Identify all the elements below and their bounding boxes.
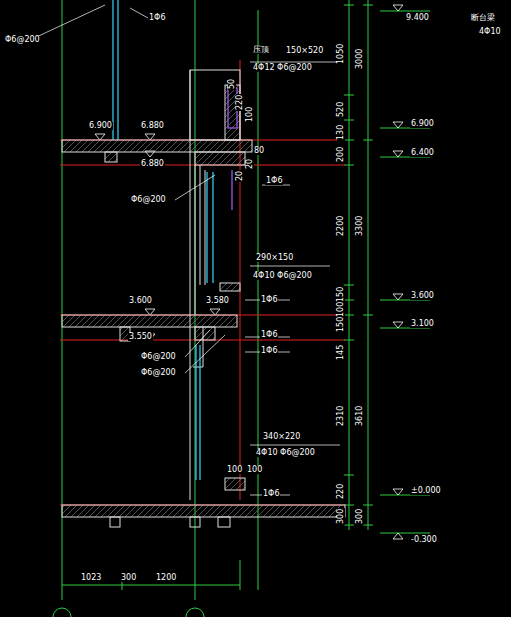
dimension-text: 300: [356, 507, 364, 524]
annotation-label: 6.880: [140, 122, 165, 130]
annotation-label: Φ6@200: [140, 369, 177, 377]
annotation-label: 80: [253, 147, 265, 155]
axis-lines: [53, 0, 368, 617]
annotation-label: 1Φ6: [260, 296, 278, 304]
annotation-label: 1Φ6: [262, 490, 280, 498]
annotation-label: 150×520: [285, 47, 324, 55]
annotation-label: 100: [226, 466, 243, 474]
structure: [62, 70, 345, 527]
dimension-text: 3000: [356, 48, 364, 70]
level-marks: [95, 5, 403, 539]
annotation-label: 4Φ12 Φ6@200: [252, 64, 313, 72]
annotation-label: 3.600: [410, 292, 435, 300]
annotation-label: 290×150: [255, 254, 294, 262]
annotation-label: 3.100: [410, 320, 435, 328]
annotation-label: 6.880: [140, 160, 165, 168]
annotation-label: 6.900: [88, 122, 113, 130]
annotation-label: 3.580: [205, 297, 230, 305]
dimension-text: 220: [337, 482, 345, 499]
dimension-text: 3610: [356, 405, 364, 427]
dimension-ticks: [344, 5, 430, 533]
annotation-label: 4Φ10 Φ6@200: [255, 449, 316, 457]
annotation-label: 300: [120, 574, 137, 582]
annotation-label: 6.400: [410, 149, 435, 157]
annotation-label: Φ6@200: [130, 196, 167, 204]
dimension-text: 300: [337, 507, 345, 524]
annotation-label: 1Φ6: [265, 177, 283, 185]
annotation-label: 9.400: [405, 14, 430, 22]
annotation-label: 100: [246, 466, 263, 474]
dimension-text: 20: [236, 170, 244, 182]
leader-lines: [30, 5, 340, 495]
dimension-text: 200: [337, 145, 345, 162]
annotation-label: ±0.000: [410, 487, 442, 495]
annotation-label: 4Φ10 Φ6@200: [252, 272, 313, 280]
annotation-label: Φ6@200: [140, 353, 177, 361]
annotation-label: 6.900: [410, 120, 435, 128]
annotation-label: 3.600: [128, 297, 153, 305]
annotation-label: 340×220: [262, 433, 301, 441]
annotation-label: 1023: [80, 574, 102, 582]
dimension-text: 150: [337, 315, 345, 332]
dimension-text: 520: [337, 100, 345, 117]
dimension-text: 220: [236, 93, 244, 110]
annotation-label: 3.550: [128, 333, 153, 341]
annotation-label: Φ6@200: [4, 36, 41, 44]
dimension-text: 2310: [337, 405, 345, 427]
dimension-text: 145: [337, 343, 345, 360]
dimension-text: 1050: [337, 43, 345, 65]
dimension-text: 50: [228, 78, 236, 90]
annotation-label: -0.300: [410, 536, 438, 544]
dimension-text: 100: [246, 105, 254, 122]
dimension-text: 2200: [337, 215, 345, 237]
annotation-label: 压顶: [252, 46, 270, 54]
annotation-label: 1Φ6: [260, 347, 278, 355]
annotation-label: 1Φ6: [148, 14, 166, 22]
annotation-label: 4Φ10: [478, 28, 502, 36]
dimension-text: 3300: [356, 215, 364, 237]
level-lines: [60, 60, 345, 505]
annotation-label: 断台梁: [470, 14, 496, 22]
glazing: [113, 0, 213, 480]
annotation-label: 1200: [155, 574, 177, 582]
dimension-text: 20: [246, 158, 254, 170]
dimension-text: 130: [337, 123, 345, 140]
annotation-label: 1Φ6: [260, 331, 278, 339]
